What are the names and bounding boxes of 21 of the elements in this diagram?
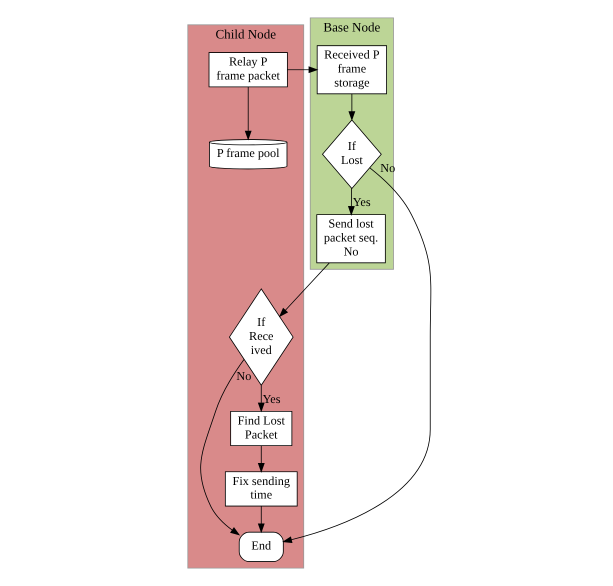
node-diamond: If Lost xyxy=(322,119,382,190)
arrow xyxy=(282,167,432,543)
arrow xyxy=(348,93,356,121)
arrow xyxy=(258,506,265,534)
edge-label: Yes xyxy=(262,392,280,406)
node-box: Received P frame storage xyxy=(316,45,387,94)
node-box: Fix sending time xyxy=(224,471,298,506)
edge-label: No xyxy=(236,369,252,384)
arrow xyxy=(278,262,330,318)
edge-label: Yes xyxy=(352,194,371,209)
arrow xyxy=(348,188,355,216)
arrow xyxy=(258,445,265,473)
node-box: Relay P frame packet xyxy=(208,52,288,88)
arrow xyxy=(258,385,265,412)
node-box: End xyxy=(238,532,284,562)
node-box: Send lost packet seq. No xyxy=(316,214,386,264)
edge-label: No xyxy=(380,160,396,175)
node-box: Find Lost Packet xyxy=(230,410,292,446)
arrow xyxy=(200,358,244,536)
arrow xyxy=(287,66,318,74)
arrow xyxy=(244,86,252,141)
